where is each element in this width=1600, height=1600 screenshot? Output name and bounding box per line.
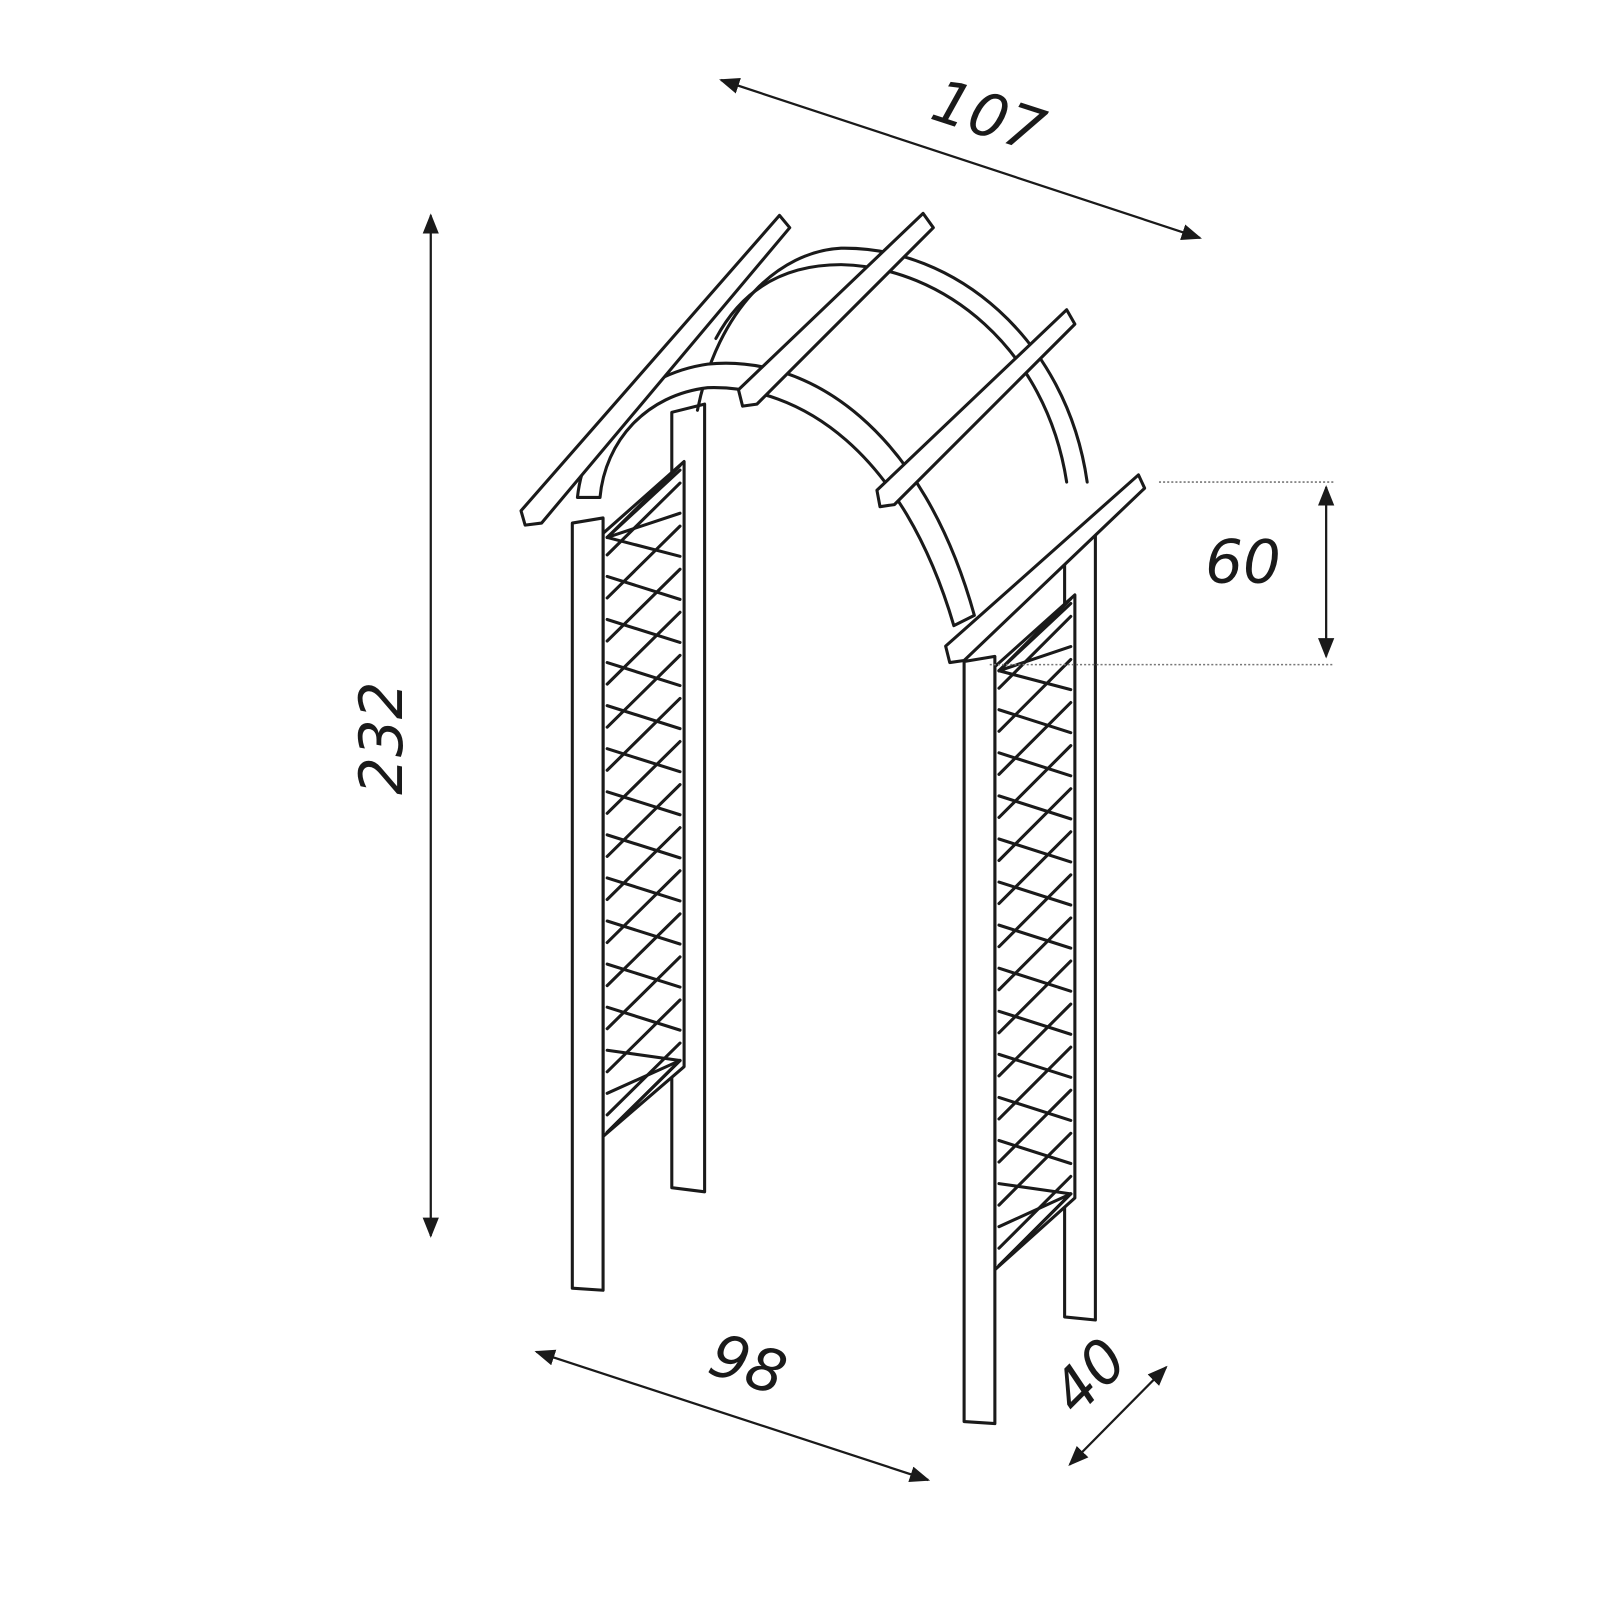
lattice-diagonal [997, 1095, 1073, 1122]
lattice-slat [997, 744, 1073, 819]
lattice-slat [605, 610, 682, 686]
lattice-diagonal [605, 468, 682, 539]
cross-beam-1 [519, 213, 792, 527]
lattice-diagonal [997, 880, 1073, 907]
lattice-diagonal [605, 919, 682, 946]
lattice-diagonal [605, 876, 682, 903]
lattice-diagonal [605, 747, 682, 774]
lattice-slat [605, 567, 682, 643]
lattice-slat [997, 916, 1073, 992]
lattice-slat [997, 787, 1073, 863]
right-trellis-panel [993, 593, 1077, 1272]
lattice-slat [605, 739, 682, 815]
lattice-diagonal [997, 1052, 1073, 1079]
lattice-slat [997, 873, 1073, 949]
lattice-slat [605, 826, 682, 902]
back-arch [695, 246, 1089, 484]
lattice-slat [605, 524, 682, 600]
lattice-slat [997, 1088, 1073, 1164]
lattice-diagonal [997, 601, 1073, 673]
lattice-diagonal [605, 1048, 682, 1063]
lattice-slat [605, 696, 682, 772]
dimension-line-40 [1068, 1365, 1168, 1467]
lattice-slat [997, 1002, 1073, 1078]
lattice-diagonal [605, 535, 682, 558]
dimension-line-107 [719, 78, 1202, 240]
front-right-post [962, 654, 997, 1426]
dimension-label-98: 98 [701, 1321, 794, 1410]
cross-beam-4 [944, 473, 1147, 665]
lattice-diagonal [997, 1182, 1073, 1196]
lattice-slat [605, 955, 682, 1031]
lattice-slat [605, 869, 682, 945]
lattice-diagonal [997, 708, 1073, 735]
lattice-slat [997, 1174, 1073, 1250]
lattice-slat [997, 701, 1073, 776]
cross-beam-2 [736, 211, 935, 408]
left-trellis-panel [601, 459, 686, 1138]
lattice-diagonal [605, 511, 682, 539]
lattice-diagonal [997, 1192, 1073, 1268]
lattice-diagonal [997, 645, 1073, 673]
lattice-slat [997, 959, 1073, 1035]
lattice-diagonal [605, 1058, 682, 1095]
cross-beam-3 [875, 308, 1077, 509]
lattice-diagonal [605, 617, 682, 645]
lattice-slat [997, 657, 1073, 733]
lattice-diagonal [997, 1138, 1073, 1166]
lattice-diagonal [997, 837, 1073, 864]
lattice-diagonal [605, 704, 682, 731]
lattice-slat [997, 830, 1073, 906]
lattice-diagonal [605, 1005, 682, 1032]
lattice-slat [605, 912, 682, 988]
lattice-slat [605, 653, 682, 729]
lattice-diagonal [997, 751, 1073, 778]
lattice-diagonal [997, 923, 1073, 950]
lattice-slat [605, 998, 682, 1074]
lattice-diagonal [605, 574, 682, 601]
lattice-slat [605, 1041, 682, 1117]
dimension-line-98 [534, 1349, 931, 1483]
lattice-slat [997, 1045, 1073, 1121]
lattice-diagonal [997, 794, 1073, 821]
lattice-slat [605, 481, 682, 557]
lattice-diagonal [605, 1058, 682, 1134]
dimension-label-60: 60 [1205, 529, 1281, 598]
lattice-diagonal [997, 1009, 1073, 1036]
lattice-diagonal [605, 833, 682, 860]
lattice-diagonal [605, 962, 682, 989]
lattice-slat [605, 783, 682, 858]
lattice-slat [997, 1131, 1073, 1207]
lattice-diagonal [997, 966, 1073, 993]
dimension-label-232: 232 [348, 681, 417, 795]
lattice-diagonal [605, 790, 682, 817]
lattice-slat [997, 614, 1073, 690]
lattice-diagonal [997, 669, 1073, 692]
lattice-diagonal [997, 1192, 1073, 1229]
lattice-diagonal [605, 661, 682, 688]
front-left-post [570, 516, 605, 1292]
dimension-label-40: 40 [1039, 1326, 1141, 1428]
